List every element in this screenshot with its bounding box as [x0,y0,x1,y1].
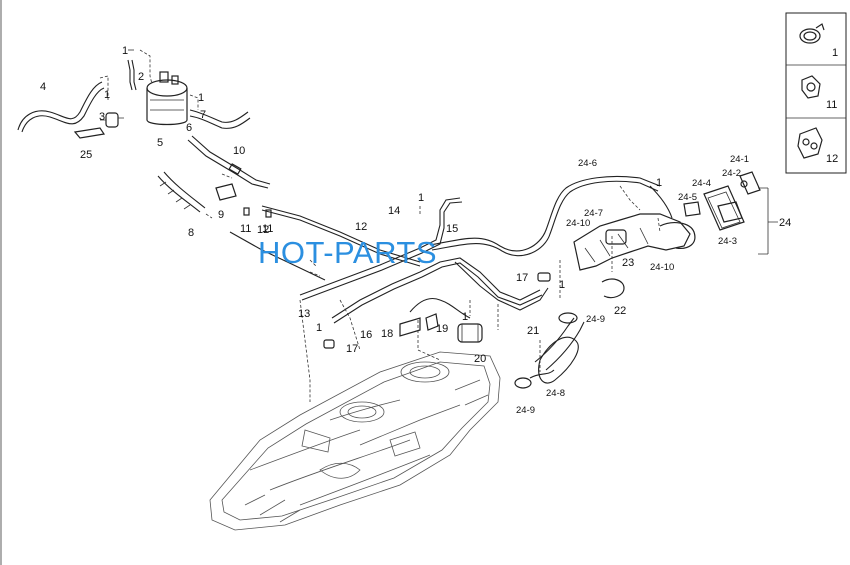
callout-24-9: 24-9 [516,405,535,416]
clip-11a [243,207,250,216]
pipe-16 [331,257,541,319]
fittings-18-19 [399,297,471,337]
leader-lines [99,49,661,402]
legend: 1 11 12 [785,12,847,174]
callout-24-5: 24-5 [678,192,697,203]
callout-2: 2 [138,71,144,83]
canister-group [17,59,421,281]
callout-12: 12 [257,224,269,236]
bracket-25 [73,127,106,139]
callout-1: 1 [656,177,662,189]
fuel-tank [209,351,501,531]
gasket-24-4 [703,185,745,231]
fitting-17b [537,272,551,282]
canister-5 [146,71,188,126]
callout-labels: 1 2 1 1 4 3 5 6 25 7 10 8 9 11 11 12 12 … [40,45,791,416]
callout-4: 4 [40,81,46,93]
hose-8 [157,175,201,213]
callout-24-10: 24-10 [650,262,674,273]
callout-24-4: 24-4 [692,178,711,189]
callout-13: 13 [298,308,310,320]
callout-23: 23 [622,257,634,269]
clamp-24-9b [514,377,532,389]
callout-1: 1 [104,89,110,101]
hose-4 [17,81,103,131]
callout-1: 1 [316,322,322,334]
callout-24-9: 24-9 [586,314,605,325]
callout-3: 3 [99,111,105,123]
callout-24-10: 24-10 [566,218,590,229]
callout-1: 1 [462,311,468,323]
callout-14: 14 [388,205,400,217]
filler-neck-assembly [573,171,778,299]
bracket-9 [215,183,237,201]
ring-24-2 [740,180,748,188]
cap-24-1 [739,171,761,195]
callout-24-6: 24-6 [578,158,597,169]
legend-num-11: 11 [826,99,837,111]
filler-hose-24-8 [538,336,579,384]
callout-1: 1 [198,92,204,104]
callout-16: 16 [360,329,372,341]
hose-clamp-icon [799,23,825,44]
callout-17: 17 [346,343,358,355]
hose-21 [534,317,575,363]
callout-1: 1 [418,192,424,204]
callout-24-8: 24-8 [546,388,565,399]
callout-19: 19 [436,323,448,335]
pipe-clip-icon [801,75,821,99]
fitting-10 [228,163,242,175]
clamp-24-9a [558,312,578,324]
callout-24-3: 24-3 [718,236,737,247]
filter-20 [457,323,483,343]
flap-24-3 [717,201,743,223]
legend-num-1: 1 [832,47,838,59]
callout-25: 25 [80,149,92,161]
pipe-7 [189,109,249,123]
callout-9: 9 [218,209,224,221]
valve-3 [100,112,124,128]
callout-22: 22 [614,305,626,317]
callout-15: 15 [446,223,458,235]
fuel-lines [299,175,661,389]
bracket-22 [601,278,625,299]
callout-12: 12 [355,221,367,233]
callout-17: 17 [516,272,528,284]
fitting-17a [323,339,335,349]
callout-21: 21 [527,325,539,337]
callout-11: 11 [240,223,251,235]
callout-24-1: 24-1 [730,154,749,165]
legend-num-12: 12 [826,153,838,165]
callout-5: 5 [157,137,163,149]
pipe-2 [127,59,133,91]
callout-6: 6 [186,122,192,134]
pipe-13 [229,231,326,281]
callout-1: 1 [559,279,565,291]
watermark: HOT-PARTS [258,235,437,270]
clip-11b [265,209,272,218]
callout-7: 7 [200,109,206,121]
callout-1: 1 [122,45,128,57]
callout-11: 11 [262,223,273,235]
double-clip-icon [797,127,823,159]
callout-8: 8 [188,227,194,239]
callout-18: 18 [381,328,393,340]
callout-24: 24 [779,217,791,229]
callout-20: 20 [474,353,486,365]
seal-24-5 [683,201,701,217]
callout-24-7: 24-7 [584,208,603,219]
callout-10: 10 [233,145,245,157]
callout-24-2: 24-2 [722,168,741,179]
